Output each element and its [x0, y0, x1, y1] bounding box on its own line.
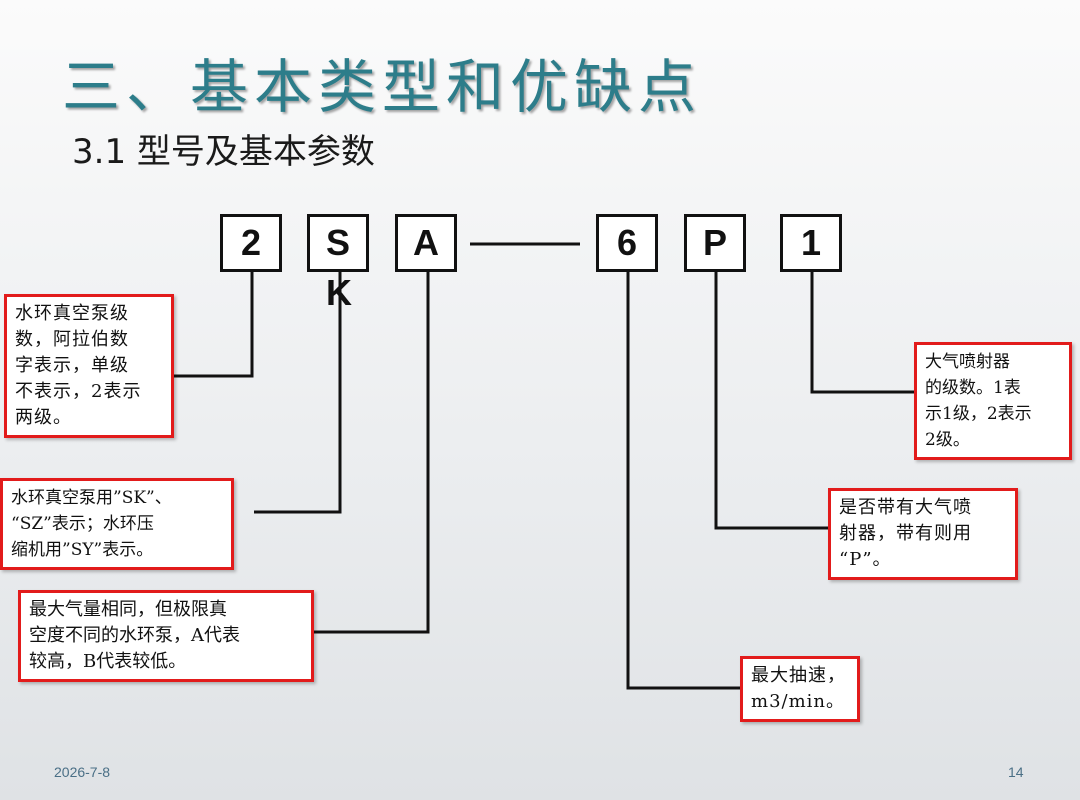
note-speed: 最大抽速， m3/min。	[740, 656, 860, 722]
note-variant: 最大气量相同，但极限真 空度不同的水环泵，A代表 较高，B代表较低。	[18, 590, 314, 682]
note-line: 最大抽速，	[751, 665, 846, 686]
note-series: 水环真空泵用”SK”、 “SZ”表示；水环压 缩机用”SY”表示。	[0, 478, 234, 570]
note-ejector: 是否带有大气喷 射器，带有则用 “P”。	[828, 488, 1018, 580]
page-number: 14	[1008, 764, 1024, 780]
alt-series-letter: K	[326, 272, 352, 313]
note-line: 两级。	[15, 407, 72, 428]
code-box-variant: A	[395, 214, 457, 272]
note-line: 不表示，2表示	[15, 381, 142, 402]
connector-speed	[626, 272, 740, 690]
note-line: 示1级，2表示	[925, 404, 1032, 424]
note-line: 射器，带有则用	[839, 523, 972, 544]
connector-ejector	[714, 272, 828, 530]
connector-variant	[314, 272, 430, 634]
note-line: m3/min。	[751, 691, 846, 712]
slide-subtitle: 3.1 型号及基本参数	[72, 132, 375, 172]
note-line: 较高，B代表较低。	[29, 651, 187, 672]
note-line: 大气喷射器	[925, 352, 1010, 372]
note-line: 数，阿拉伯数	[15, 329, 129, 350]
note-ejector-stages: 大气喷射器 的级数。1表 示1级，2表示 2级。	[914, 342, 1072, 460]
connector-series	[254, 272, 342, 514]
note-line: 是否带有大气喷	[839, 497, 972, 518]
connector-ejector-stages	[810, 272, 914, 394]
note-line: 2级。	[925, 430, 970, 450]
note-line: 水环真空泵级	[15, 303, 129, 324]
note-line: “SZ”表示；水环压	[11, 514, 154, 534]
note-line: 字表示，单级	[15, 355, 129, 376]
code-box-ejector: P	[684, 214, 746, 272]
code-box-ejector-stages: 1	[780, 214, 842, 272]
slide-title: 三、基本类型和优缺点	[62, 53, 703, 121]
note-line: 水环真空泵用”SK”、	[11, 488, 172, 508]
code-box-stages: 2	[220, 214, 282, 272]
code-box-speed: 6	[596, 214, 658, 272]
note-line: 空度不同的水环泵，A代表	[29, 625, 240, 646]
note-line: 缩机用”SY”表示。	[11, 540, 154, 560]
note-stages: 水环真空泵级 数，阿拉伯数 字表示，单级 不表示，2表示 两级。	[4, 294, 174, 438]
connector-stages	[172, 272, 254, 378]
note-line: 最大气量相同，但极限真	[29, 599, 227, 620]
footer-date: 2026-7-8	[54, 764, 111, 780]
note-line: “P”。	[839, 549, 892, 570]
code-box-series: S	[307, 214, 369, 272]
note-line: 的级数。1表	[925, 378, 1021, 398]
